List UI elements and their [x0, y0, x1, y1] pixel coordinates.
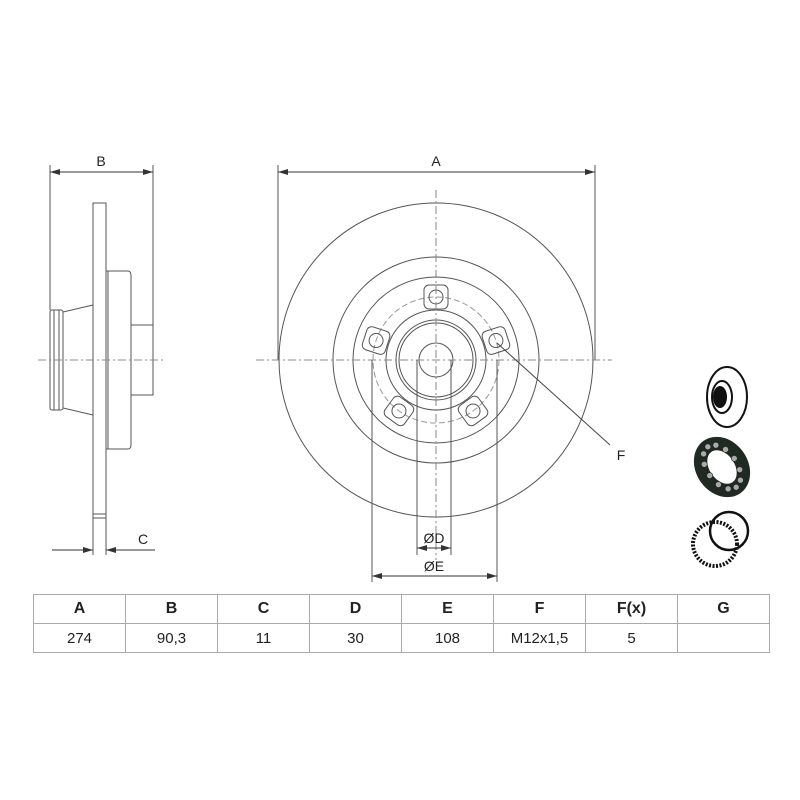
dimension-label-b: B	[96, 153, 105, 169]
bearing-ball	[737, 476, 744, 484]
bearing-ball	[704, 443, 712, 451]
bolt-pad	[383, 395, 415, 427]
bearing-ball	[715, 481, 722, 488]
value-c: 11	[217, 623, 310, 653]
value-e: 108	[401, 623, 494, 653]
bolt-pad	[457, 395, 489, 427]
value-a: 274	[33, 623, 126, 653]
bearing-ball	[700, 461, 708, 468]
bearing-ball	[736, 466, 744, 473]
bolt-pad	[481, 326, 511, 355]
header-b: B	[125, 594, 218, 624]
header-f: F	[493, 594, 586, 624]
bolt-hole	[488, 333, 504, 349]
header-fx: F(x)	[585, 594, 678, 624]
side-view	[38, 165, 165, 555]
header-g: G	[677, 594, 770, 624]
header-d: D	[309, 594, 402, 624]
bolt-hole	[391, 403, 407, 419]
header-a: A	[33, 594, 126, 624]
dimension-label-f: F	[617, 447, 626, 463]
dimension-label-e: ØE	[424, 558, 444, 574]
bearing-ball	[722, 446, 729, 453]
dimension-label-a: A	[431, 153, 441, 169]
bearing-ball	[706, 472, 714, 479]
abs-ring-icon	[691, 510, 750, 568]
table-row: 274 90,3 11 30 108 M12x1,5 5	[33, 623, 770, 653]
value-d: 30	[309, 623, 402, 653]
bearing-ball	[730, 455, 738, 462]
dimension-label-c: C	[138, 531, 148, 547]
value-g	[677, 623, 770, 653]
table-header-row: A B C D E F F(x) G	[33, 594, 770, 624]
front-view	[256, 165, 612, 582]
bolt-pad	[361, 326, 391, 355]
bearing-ball	[700, 450, 707, 458]
wheel-bearing-icon	[693, 436, 751, 498]
brake-disc-icon	[706, 366, 748, 428]
bolt-hole	[368, 333, 384, 349]
value-f: M12x1,5	[493, 623, 586, 653]
bearing-ball	[712, 441, 720, 449]
bearing-ball	[732, 483, 740, 491]
dimensions-table: A B C D E F F(x) G 274 90,3 11 30 108 M1…	[33, 594, 770, 653]
technical-drawing: B C A ØD ØE F	[38, 153, 751, 582]
value-b: 90,3	[125, 623, 218, 653]
header-e: E	[401, 594, 494, 624]
bolt-hole	[465, 403, 481, 419]
header-c: C	[217, 594, 310, 624]
dimension-label-d: ØD	[424, 530, 445, 546]
value-fx: 5	[585, 623, 678, 653]
bearing-ball	[724, 485, 732, 493]
